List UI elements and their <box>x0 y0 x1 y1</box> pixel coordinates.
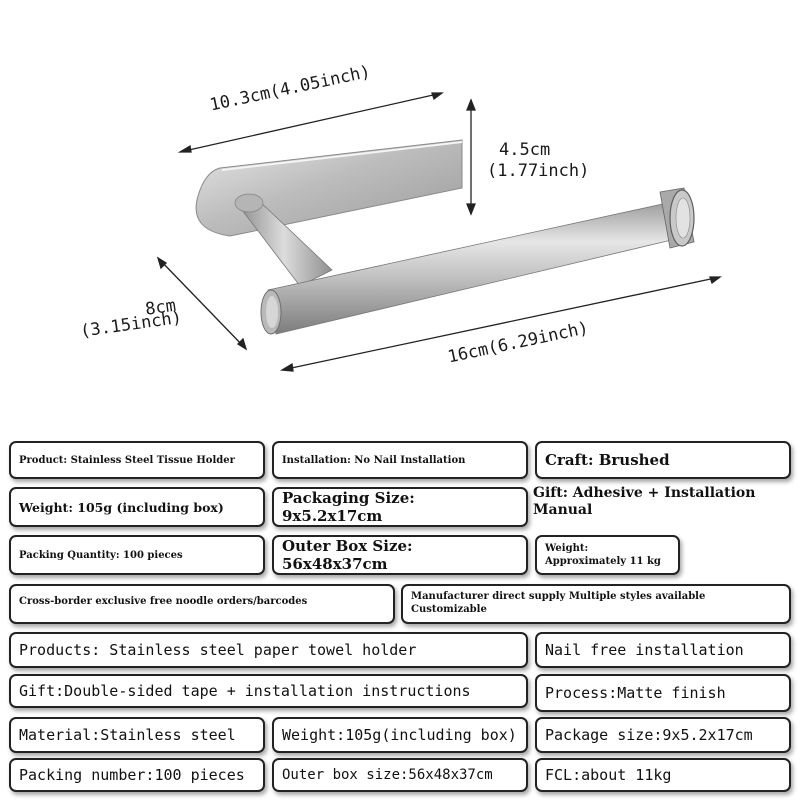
spec-outer-box-size: Outer Box Size: 56x48x37cm <box>272 535 528 575</box>
spec-weight-approx: Weight: Approximately 11 kg <box>535 535 680 575</box>
spec-products2-text: Products: Stainless steel paper towel ho… <box>19 641 417 659</box>
spec-gift2-text: Gift:Double-sided tape + installation in… <box>19 682 471 700</box>
spec-nail-free: Nail free installation <box>535 632 791 668</box>
spec-weight2: Weight:105g(including box) <box>272 717 528 753</box>
spec-package-size2-text: Package size:9x5.2x17cm <box>545 726 753 744</box>
spec-installation-text: Installation: No Nail Installation <box>282 454 466 466</box>
spec-process: Process:Matte finish <box>535 674 791 712</box>
spec-material-text: Material:Stainless steel <box>19 726 236 744</box>
height-cm-label: 4.5cm <box>499 140 551 160</box>
spec-cross-border: Cross-border exclusive free noodle order… <box>9 584 395 624</box>
spec-weight-text: Weight: 105g (including box) <box>19 499 224 515</box>
spec-process-text: Process:Matte finish <box>545 684 726 702</box>
spec-weight2-text: Weight:105g(including box) <box>282 726 517 744</box>
spec-packaging-size-text: Packaging Size: 9x5.2x17cm <box>282 489 415 525</box>
spec-outer-box2-text: Outer box size:56x48x37cm <box>282 767 493 783</box>
height-inch-label: (1.77inch) <box>487 161 590 181</box>
spec-packing-quantity: Packing Quantity: 100 pieces <box>9 535 265 575</box>
spec-packing-number-text: Packing number:100 pieces <box>19 766 245 784</box>
spec-product: Product: Stainless Steel Tissue Holder <box>9 441 265 479</box>
spec-cross-border-text: Cross-border exclusive free noodle order… <box>19 596 308 607</box>
spec-fcl: FCL:about 11kg <box>535 758 791 792</box>
spec-installation: Installation: No Nail Installation <box>272 441 528 479</box>
spec-gift-text: Gift: Adhesive + Installation Manual <box>533 485 756 518</box>
spec-gift2: Gift:Double-sided tape + installation in… <box>9 674 528 708</box>
spec-fcl-text: FCL:about 11kg <box>545 766 672 784</box>
spec-outer-box-size-text: Outer Box Size: 56x48x37cm <box>282 537 413 573</box>
spec-weight-approx-text: Weight: Approximately 11 kg <box>545 543 661 567</box>
spec-packaging-size: Packaging Size: 9x5.2x17cm <box>272 487 528 527</box>
spec-product-text: Product: Stainless Steel Tissue Holder <box>19 454 235 466</box>
spec-products2: Products: Stainless steel paper towel ho… <box>9 632 528 668</box>
spec-craft: Craft: Brushed <box>535 441 791 479</box>
spec-packing-quantity-text: Packing Quantity: 100 pieces <box>19 549 183 561</box>
product-image <box>156 92 722 372</box>
spec-weight: Weight: 105g (including box) <box>9 487 265 527</box>
spec-package-size2: Package size:9x5.2x17cm <box>535 717 791 753</box>
spec-manufacturer: Manufacturer direct supply Multiple styl… <box>401 584 791 624</box>
spec-gift: Gift: Adhesive + Installation Manual <box>533 485 763 519</box>
spec-outer-box2: Outer box size:56x48x37cm <box>272 758 528 792</box>
spec-craft-text: Craft: Brushed <box>545 451 670 469</box>
spec-nail-free-text: Nail free installation <box>545 641 744 659</box>
spec-material: Material:Stainless steel <box>9 717 265 753</box>
spec-manufacturer-text: Manufacturer direct supply Multiple styl… <box>411 591 706 615</box>
spec-packing-number: Packing number:100 pieces <box>9 758 265 792</box>
